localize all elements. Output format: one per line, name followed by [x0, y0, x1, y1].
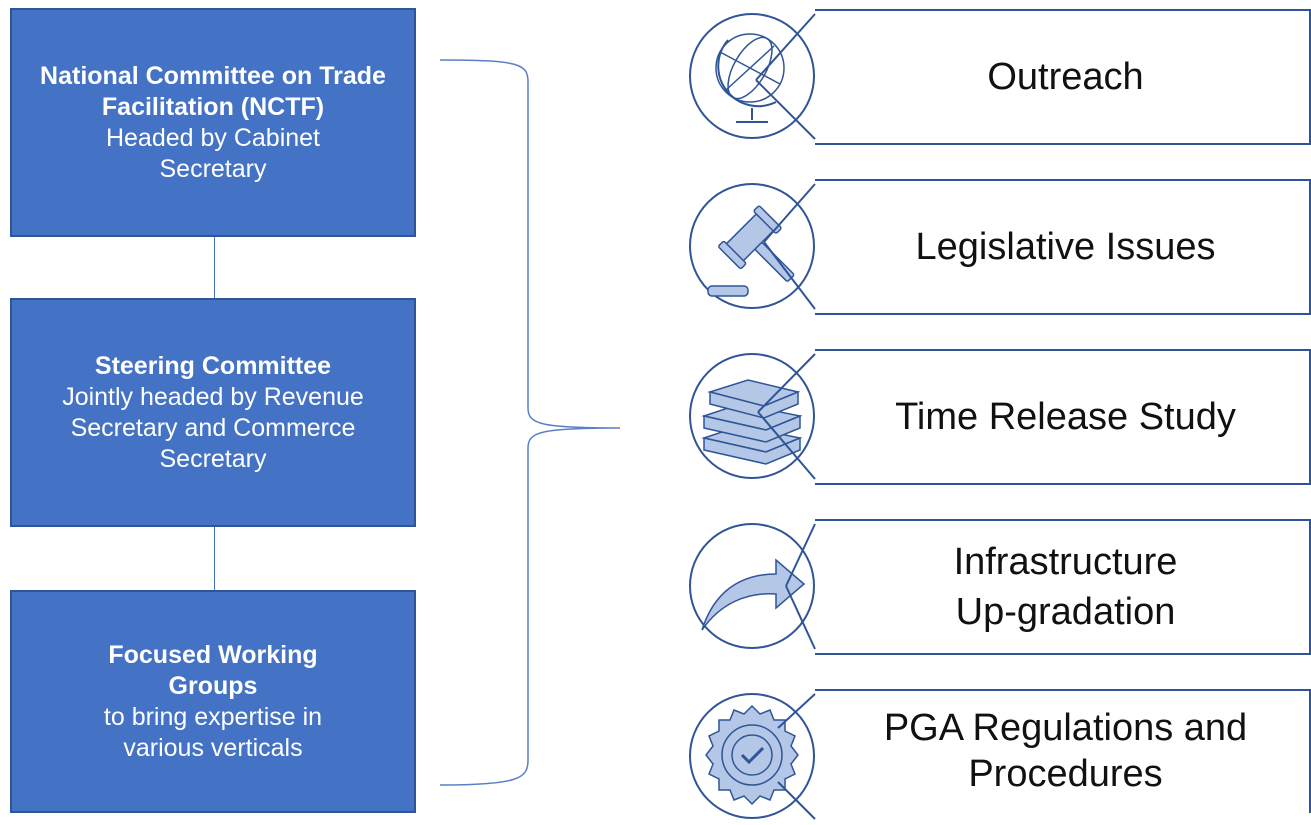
steering-committee-subtitle: Jointly headed by Revenue Secretary and …: [62, 382, 364, 473]
focus-card-legislative-issues: Legislative Issues: [684, 178, 1311, 315]
focus-label-line2: Procedures: [968, 752, 1163, 795]
focus-card-infrastructure-upgradation: Infrastructure Up-gradation: [684, 518, 1311, 655]
nctf-subtitle: Headed by Cabinet Secretary: [105, 123, 321, 183]
focus-label: Time Release Study: [895, 395, 1236, 438]
nctf-box: National Committee on Trade Facilitation…: [10, 8, 416, 237]
focus-card-time-release-study: Time Release Study: [684, 348, 1311, 485]
focus-label: Outreach: [987, 55, 1144, 98]
focus-label-line2: Up-gradation: [955, 590, 1176, 633]
certificate-badge-icon: [689, 693, 816, 820]
arrow-icon: [689, 523, 816, 650]
connector-line-1: [214, 237, 215, 298]
nctf-title: National Committee on Trade Facilitation…: [40, 61, 386, 121]
steering-committee-title: Steering Committee: [94, 351, 332, 380]
working-groups-title: Focused Working Groups: [108, 640, 318, 700]
connector-line-2: [214, 527, 215, 590]
focus-label-line1: Infrastructure: [953, 540, 1178, 583]
working-groups-box: Focused Working Groups to bring expertis…: [10, 590, 416, 813]
globe-icon: [689, 13, 816, 140]
gavel-icon: [689, 183, 816, 310]
curly-brace: [439, 59, 621, 786]
focus-label: Legislative Issues: [915, 225, 1216, 268]
books-icon: [689, 353, 816, 480]
focus-card-outreach: Outreach: [684, 8, 1311, 145]
focus-label-line1: PGA Regulations and: [883, 706, 1248, 749]
working-groups-subtitle: to bring expertise in various verticals: [103, 702, 323, 762]
focus-card-pga-regulations: PGA Regulations and Procedures: [684, 688, 1311, 825]
steering-committee-box: Steering Committee Jointly headed by Rev…: [10, 298, 416, 527]
